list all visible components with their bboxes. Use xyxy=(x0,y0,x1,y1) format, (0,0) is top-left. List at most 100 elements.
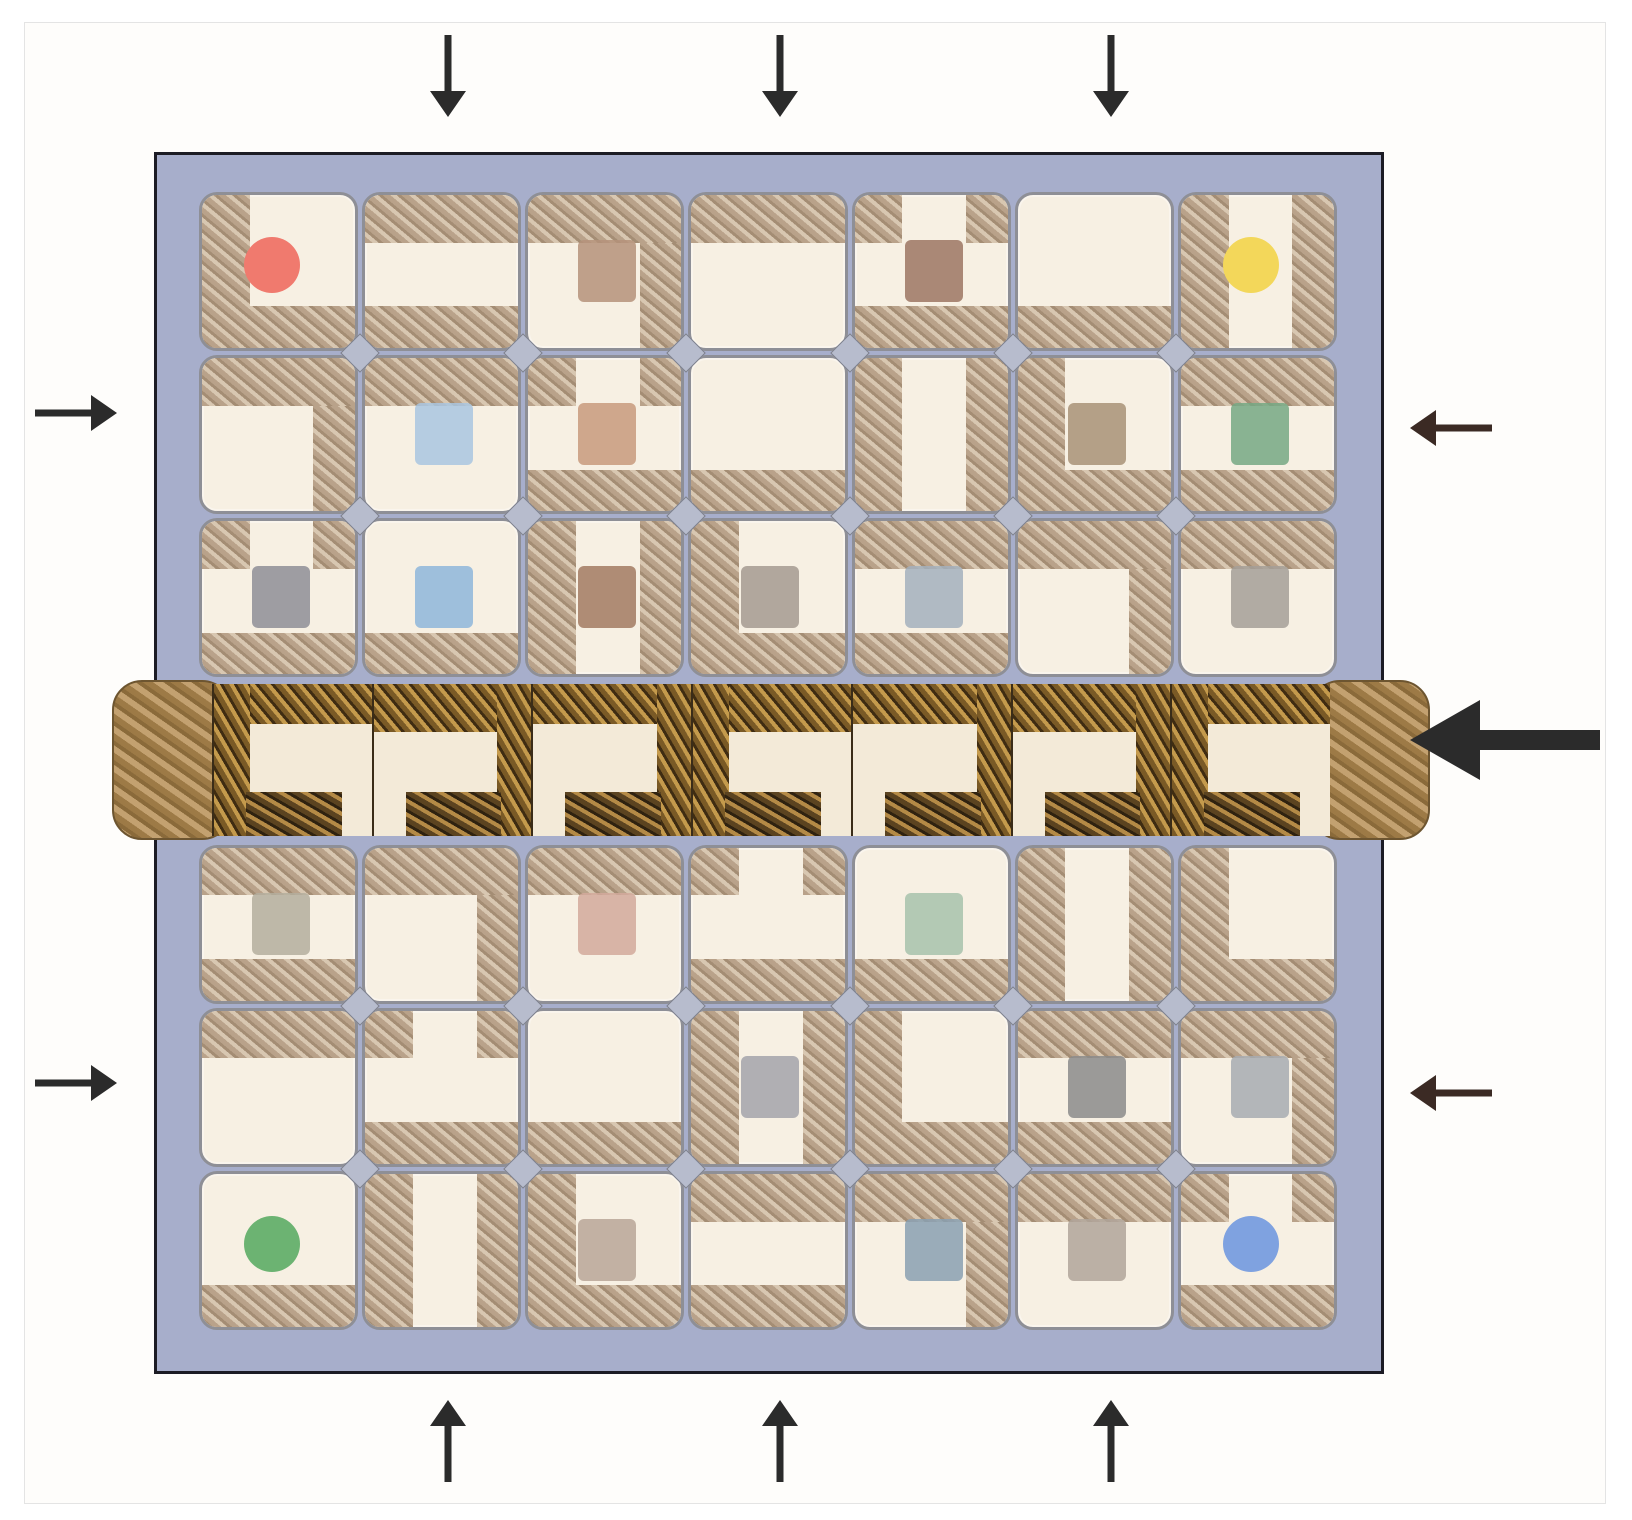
maze-wall xyxy=(1045,792,1141,836)
maze-tile xyxy=(362,845,521,1004)
maze-tile xyxy=(199,192,358,351)
insert-top-arrow[interactable] xyxy=(1093,35,1129,117)
maze-wall xyxy=(691,470,847,515)
maze-wall xyxy=(691,848,739,896)
maze-wall xyxy=(691,1174,847,1222)
maze-wall xyxy=(855,358,903,514)
maze-wall xyxy=(1181,959,1337,1004)
maze-wall xyxy=(691,633,847,678)
insert-top-arrow[interactable] xyxy=(762,35,798,117)
column-icon xyxy=(1068,1219,1126,1281)
maze-tile xyxy=(525,192,684,351)
maze-tile xyxy=(1015,1008,1174,1167)
shifting-row[interactable] xyxy=(112,680,1430,840)
blue-goal xyxy=(1223,1216,1279,1272)
maze-tile xyxy=(688,518,847,677)
maze-tile xyxy=(199,1171,358,1330)
cage-icon xyxy=(1231,566,1289,628)
insert-bottom-arrow[interactable] xyxy=(1093,1400,1129,1482)
red-goal xyxy=(244,237,300,293)
maze-wall xyxy=(855,633,1011,678)
insert-right-arrow[interactable] xyxy=(1410,1075,1492,1111)
grey-stone-icon xyxy=(252,893,310,955)
maze-wall xyxy=(855,1122,1011,1167)
bird-icon xyxy=(1231,1056,1289,1118)
maze-wall xyxy=(1018,470,1174,515)
shifting-tile xyxy=(531,684,691,836)
maze-wall xyxy=(691,959,847,1004)
maze-tile xyxy=(199,1008,358,1167)
stone-bust-icon xyxy=(578,240,636,302)
insert-right-arrow[interactable] xyxy=(1410,410,1492,446)
maze-tile xyxy=(362,1171,521,1330)
blue-blueprint-icon xyxy=(415,403,473,465)
maze-wall xyxy=(202,959,358,1004)
stone-idol-icon xyxy=(905,240,963,302)
red-document-icon xyxy=(578,893,636,955)
maze-tile xyxy=(688,1008,847,1167)
maze-wall xyxy=(1129,848,1174,1004)
maze-wall xyxy=(202,306,358,351)
maze-wall xyxy=(202,1285,358,1330)
insert-left-arrow[interactable] xyxy=(35,1065,117,1101)
active-insert-arrow[interactable] xyxy=(1410,700,1600,780)
maze-wall xyxy=(365,1122,521,1167)
maze-wall xyxy=(1181,1011,1337,1059)
maze-wall xyxy=(885,792,981,836)
maze-tile xyxy=(852,518,1011,677)
maze-tile xyxy=(1015,845,1174,1004)
brick-sign-icon xyxy=(578,403,636,465)
maze-wall xyxy=(691,1011,739,1167)
maze-tile xyxy=(1178,355,1337,514)
insert-bottom-arrow[interactable] xyxy=(762,1400,798,1482)
insert-top-arrow[interactable] xyxy=(430,35,466,117)
maze-wall xyxy=(528,358,576,406)
maze-wall xyxy=(966,358,1011,514)
maze-wall xyxy=(202,848,358,896)
maze-tile xyxy=(688,355,847,514)
maze-wall xyxy=(528,848,684,896)
maze-wall xyxy=(1018,521,1174,569)
maze-wall xyxy=(657,684,693,836)
maze-tile xyxy=(1178,518,1337,677)
insert-bottom-arrow[interactable] xyxy=(430,1400,466,1482)
maze-tile xyxy=(1178,1171,1337,1330)
brown-head-icon xyxy=(578,566,636,628)
maze-wall xyxy=(406,792,502,836)
machine-icon xyxy=(1068,1056,1126,1118)
maze-wall xyxy=(1181,358,1337,406)
maze-wall xyxy=(803,848,848,896)
maze-tile xyxy=(688,845,847,1004)
maze-tile xyxy=(1178,845,1337,1004)
maze-wall xyxy=(1181,521,1337,569)
maze-wall xyxy=(1292,195,1337,351)
maze-tile xyxy=(1015,1171,1174,1330)
shifting-tile xyxy=(1170,684,1330,836)
maze-wall xyxy=(803,1011,848,1167)
maze-wall xyxy=(528,470,684,515)
insert-left-arrow[interactable] xyxy=(35,395,117,431)
maze-wall xyxy=(365,306,521,351)
maze-tile xyxy=(199,845,358,1004)
maze-tile xyxy=(1015,518,1174,677)
maze-wall xyxy=(565,792,661,836)
maze-tile xyxy=(688,192,847,351)
maze-wall xyxy=(365,1011,413,1059)
maze-wall xyxy=(202,358,358,406)
maze-wall xyxy=(1018,1174,1174,1222)
maze-wall xyxy=(313,521,358,569)
shifting-tile xyxy=(691,684,851,836)
maze-wall xyxy=(202,1011,358,1059)
maze-tile xyxy=(1178,1008,1337,1167)
tower-icon xyxy=(741,566,799,628)
maze-wall xyxy=(1181,195,1229,351)
maze-wall xyxy=(365,358,521,406)
maze-wall xyxy=(1292,1174,1337,1222)
green-tree-icon xyxy=(1231,403,1289,465)
maze-wall xyxy=(1172,684,1208,836)
maze-wall xyxy=(1181,1174,1229,1222)
maze-tile xyxy=(525,518,684,677)
maze-tile xyxy=(688,1171,847,1330)
maze-tile xyxy=(362,192,521,351)
maze-wall xyxy=(1181,1285,1337,1330)
